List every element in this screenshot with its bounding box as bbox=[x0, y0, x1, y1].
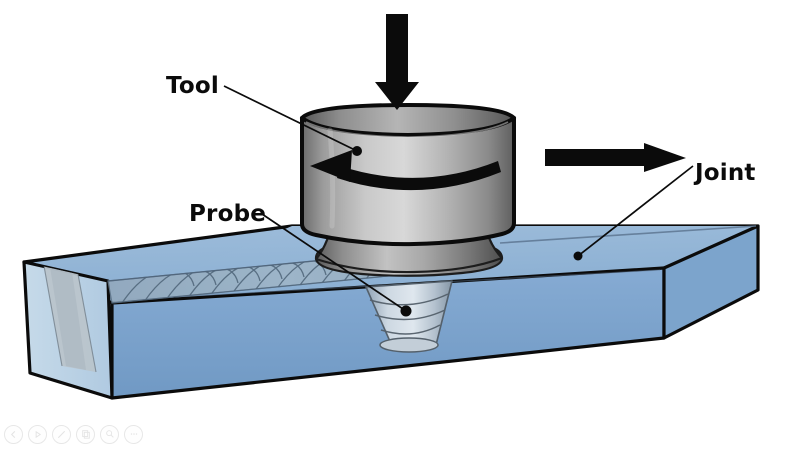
rotation-arrow bbox=[310, 150, 501, 191]
play-button[interactable] bbox=[28, 424, 47, 444]
chevron-left-icon bbox=[10, 430, 16, 438]
welding-tool bbox=[300, 103, 516, 277]
joint-line bbox=[499, 225, 757, 244]
plate-right-face bbox=[662, 224, 760, 340]
probe-leader-dot bbox=[400, 305, 412, 317]
more-button[interactable] bbox=[124, 424, 143, 444]
slash-circle-icon bbox=[57, 430, 66, 438]
ellipsis-icon bbox=[130, 433, 137, 435]
leader-lines bbox=[223, 85, 694, 312]
traverse-direction-arrow bbox=[545, 143, 686, 172]
block-button[interactable] bbox=[52, 424, 71, 444]
tool-leader-line bbox=[223, 85, 358, 152]
copy-button[interactable] bbox=[76, 424, 95, 444]
image-viewer-toolbar[interactable] bbox=[4, 423, 143, 445]
magnifier-icon bbox=[105, 430, 114, 438]
downward-force-arrow bbox=[375, 14, 419, 110]
play-icon bbox=[35, 430, 42, 438]
label-probe: Probe bbox=[189, 201, 266, 227]
copy-icon bbox=[81, 430, 90, 439]
probe-leader-line bbox=[261, 213, 407, 312]
tool-top-cap bbox=[300, 103, 516, 137]
joint-leader-dot bbox=[573, 251, 583, 261]
weld-nugget-cross-section bbox=[43, 265, 97, 373]
previous-button[interactable] bbox=[4, 424, 23, 444]
zoom-button[interactable] bbox=[100, 424, 119, 444]
label-tool: Tool bbox=[166, 73, 219, 99]
label-joint: Joint bbox=[693, 160, 756, 186]
joint-leader-line bbox=[577, 165, 694, 257]
